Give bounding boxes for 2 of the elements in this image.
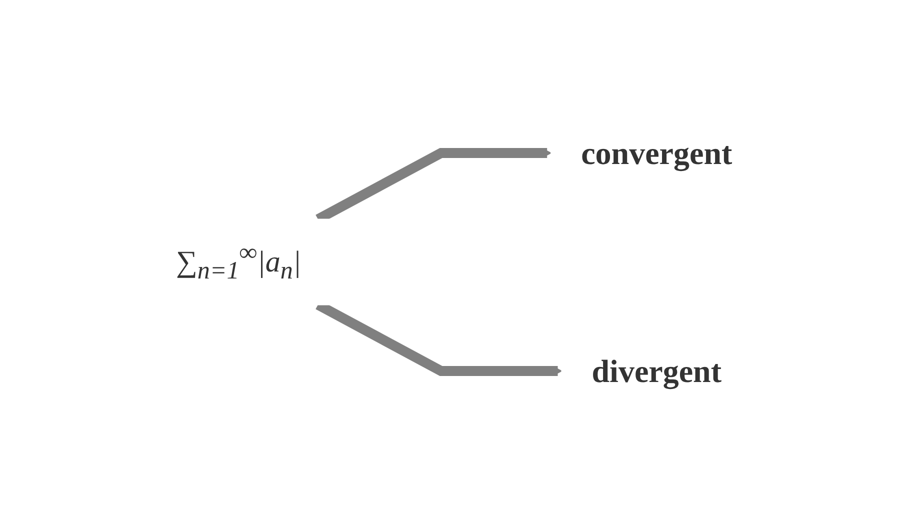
node-text: convergent [581,135,732,171]
node-text: divergent [592,353,722,389]
